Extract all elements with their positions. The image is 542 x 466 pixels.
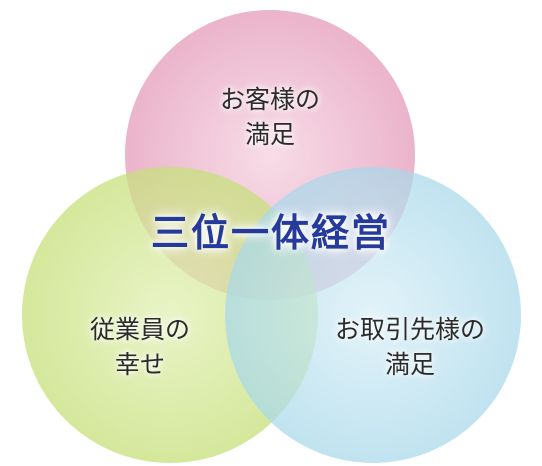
circle-partner xyxy=(225,167,521,463)
label-partner-satisfaction: お取引先様の 満足 xyxy=(300,312,520,382)
label-employee-line-2: 幸せ xyxy=(114,350,165,379)
label-employee-happiness: 従業員の 幸せ xyxy=(40,312,240,382)
center-title: 三位一体経営 xyxy=(150,211,391,255)
label-employee-line-1: 従業員の xyxy=(89,315,190,344)
label-partner-line-1: お取引先様の xyxy=(334,315,485,344)
label-partner-line-2: 満足 xyxy=(384,350,435,379)
label-customer-line-2: 満足 xyxy=(244,120,295,149)
circle-employee xyxy=(22,167,318,463)
label-customer-satisfaction: お客様の 満足 xyxy=(150,82,390,152)
label-customer-line-1: お客様の xyxy=(219,85,320,114)
